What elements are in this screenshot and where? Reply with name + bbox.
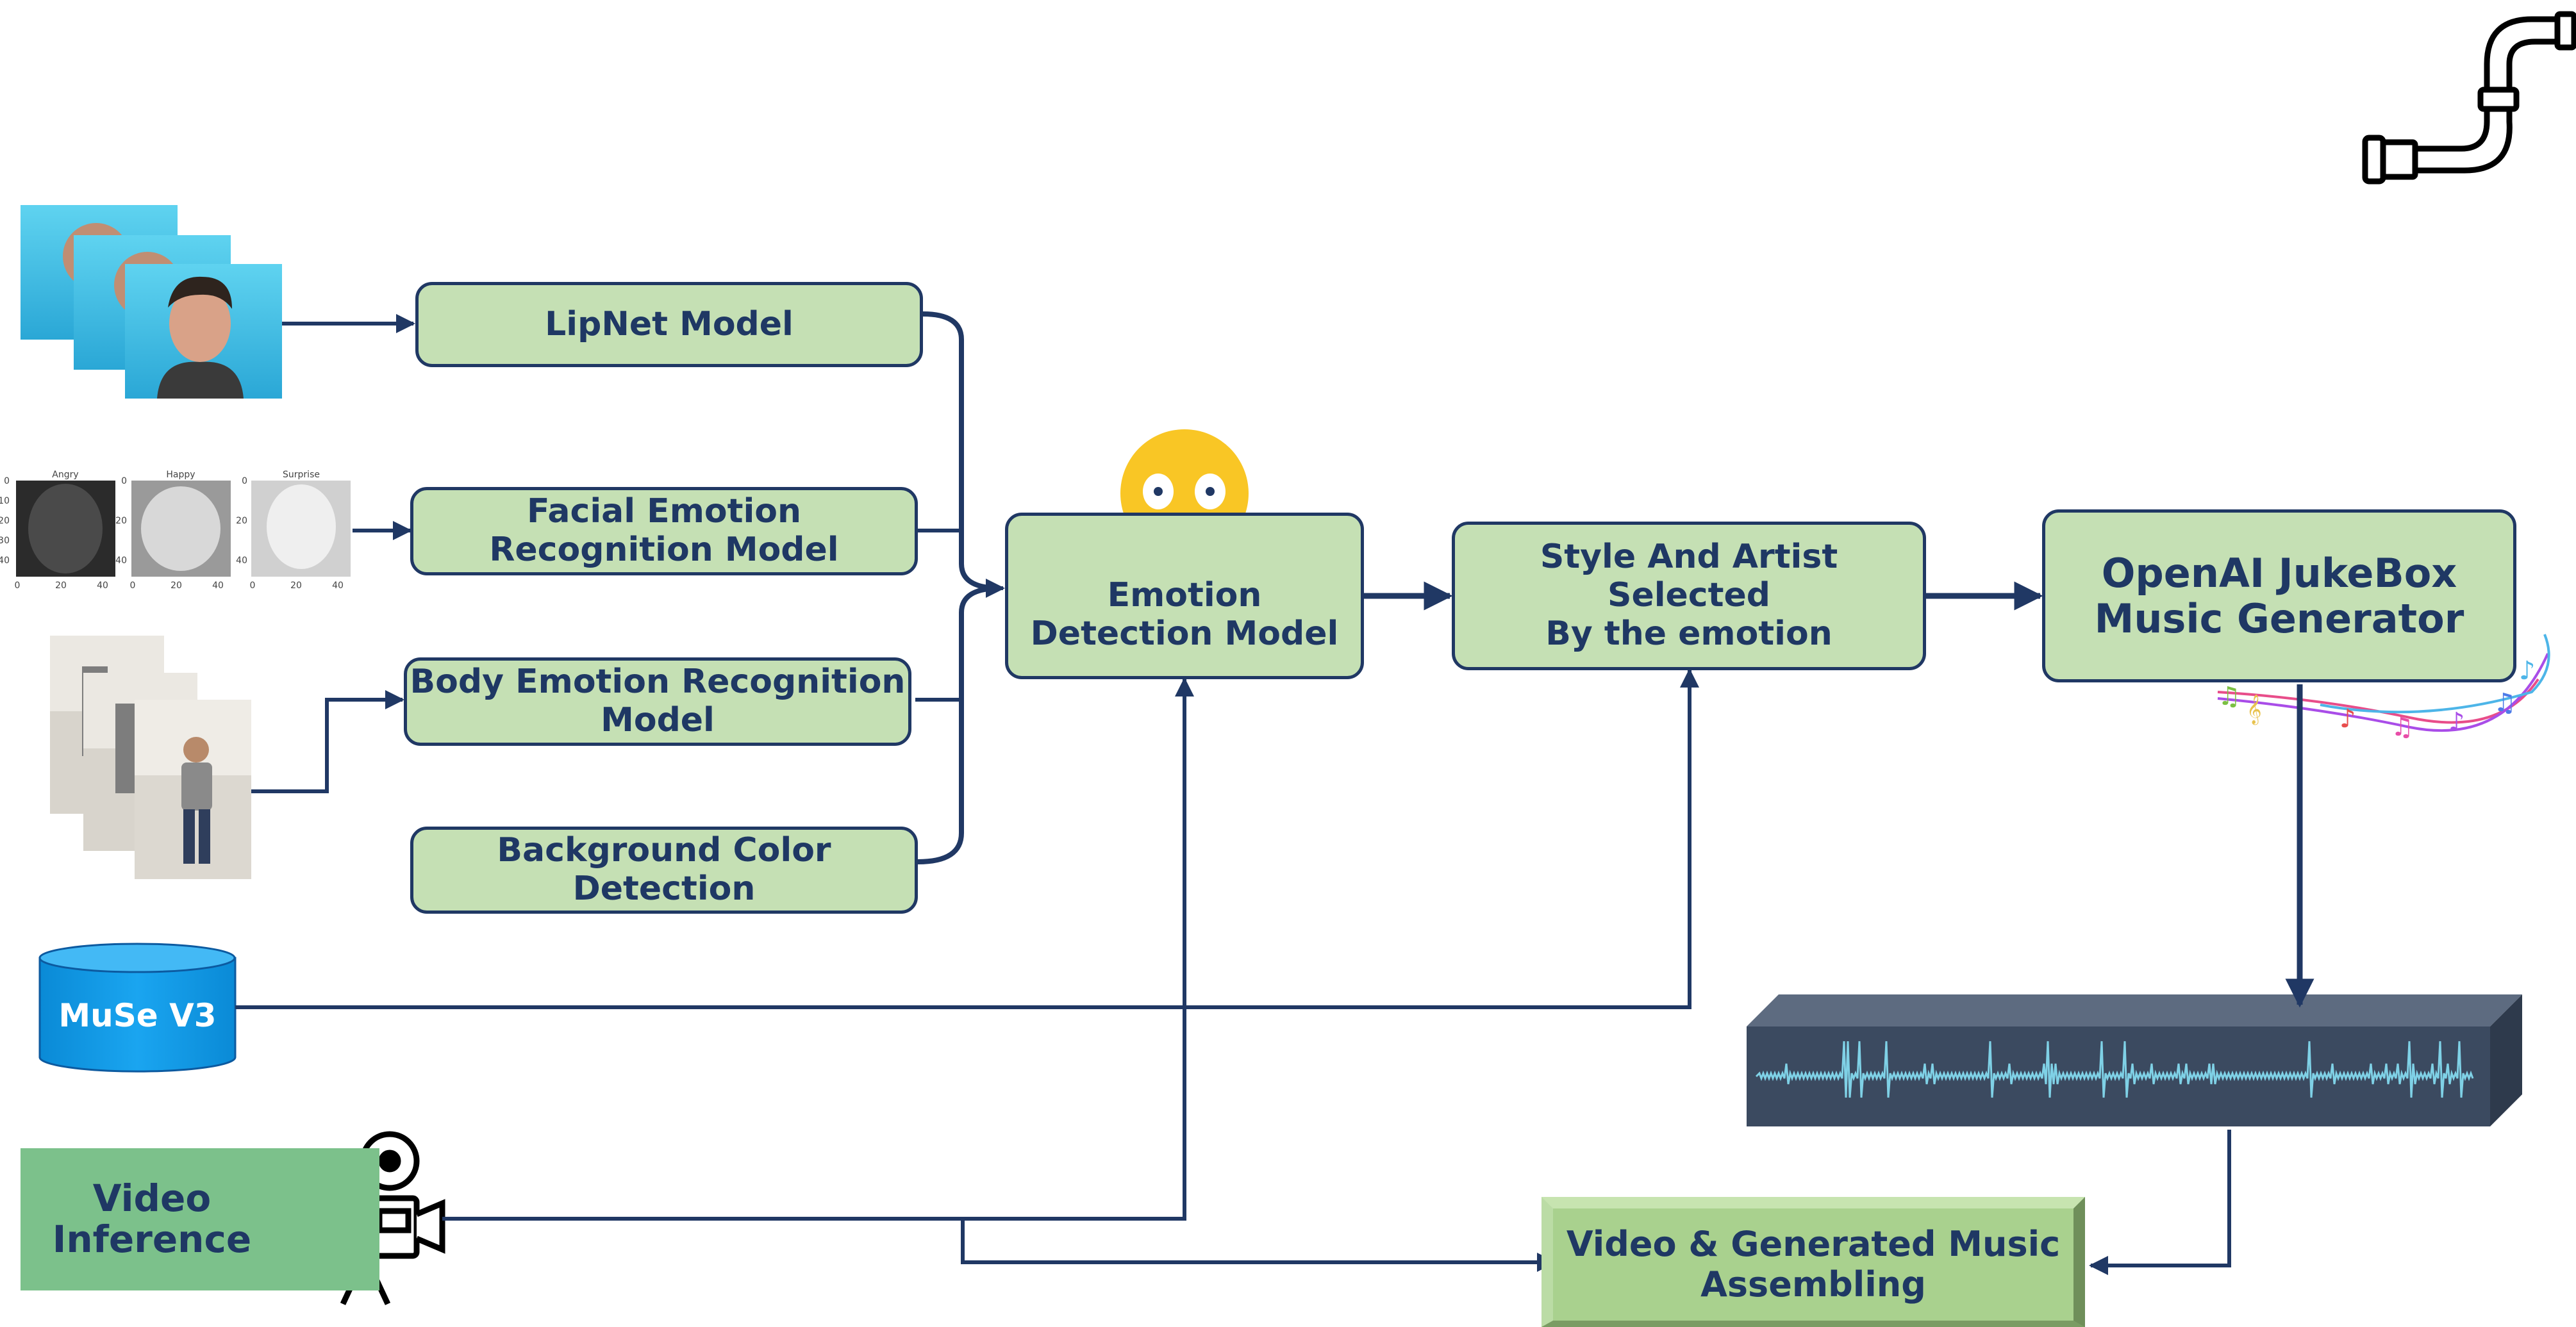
style-label-line1: Style And Artist Selected — [1540, 538, 1838, 615]
connectors — [235, 311, 2314, 1275]
jukebox-label-line2: Music Generator — [2094, 595, 2464, 642]
database-icon — [38, 943, 237, 1073]
background-label-line1: Background Color — [497, 831, 831, 870]
body-label-line2: Model — [601, 701, 715, 739]
jukebox-label-line1: OpenAI JukeBox — [2101, 549, 2457, 597]
facial-label-line1: Facial Emotion — [526, 492, 802, 531]
svg-text:0: 0 — [242, 476, 247, 486]
arrow-muse-to-style — [235, 668, 1699, 1009]
brace-models — [917, 311, 1001, 864]
database-label: MuSe V3 — [58, 997, 217, 1034]
svg-text:20: 20 — [0, 516, 10, 526]
svg-text:♪: ♪ — [2448, 707, 2465, 737]
facial-emotion-images: Angry Happy Surprise 0 20 40 0 20 40 0 2… — [0, 470, 351, 591]
style-label-line2: By the emotion — [1545, 614, 1832, 653]
svg-text:0: 0 — [4, 476, 10, 486]
svg-text:40: 40 — [332, 581, 344, 591]
emotion-label-line1: Emotion — [1107, 576, 1262, 615]
pipeline-icon — [2362, 11, 2576, 185]
arrow-waveform-to-assemble — [2089, 1130, 2231, 1275]
background-label-line2: Detection — [572, 870, 756, 908]
facial-title-angry: Angry — [52, 470, 78, 480]
svg-text:10: 10 — [0, 496, 10, 506]
svg-text:40: 40 — [236, 556, 247, 566]
assemble-label-line1: Video & Generated Music — [1566, 1224, 2061, 1265]
svg-text:20: 20 — [236, 516, 247, 526]
svg-text:30: 30 — [0, 536, 10, 546]
svg-text:0: 0 — [130, 581, 136, 591]
svg-text:20: 20 — [55, 581, 67, 591]
video-inference-line2: Inference — [52, 1217, 252, 1261]
lipnet-input-frames — [21, 205, 282, 399]
svg-text:20: 20 — [290, 581, 302, 591]
arrow-video-to-assemble — [961, 1219, 1556, 1272]
facial-title-surprise: Surprise — [283, 470, 320, 480]
assemble-label-line2: Assembling — [1700, 1264, 1926, 1305]
emotion-label-line2: Detection Model — [1030, 614, 1339, 653]
svg-text:40: 40 — [0, 556, 10, 566]
arrow-video-to-emotion — [442, 677, 1194, 1221]
arrow-body-to-bodymodel — [251, 690, 404, 793]
music-notes-icon: ♫ 𝄞 ♪ ♫ ♪ ♫ ♪ — [2217, 634, 2550, 742]
svg-text:♪: ♪ — [2339, 704, 2356, 734]
svg-text:0: 0 — [250, 581, 256, 591]
svg-text:40: 40 — [97, 581, 108, 591]
facial-label-line2: Recognition Model — [489, 531, 839, 569]
svg-text:40: 40 — [212, 581, 224, 591]
svg-text:♫: ♫ — [2493, 688, 2516, 718]
svg-text:♫: ♫ — [2218, 682, 2241, 711]
svg-text:0: 0 — [15, 581, 21, 591]
svg-text:♫: ♫ — [2391, 713, 2414, 742]
svg-text:♪: ♪ — [2519, 656, 2536, 686]
audio-waveform-icon — [1747, 994, 2522, 1126]
facial-title-happy: Happy — [166, 470, 195, 480]
facial-ticks: 0 20 40 0 20 40 0 20 40 0 10 20 30 40 0 … — [0, 476, 344, 591]
svg-text:20: 20 — [115, 516, 127, 526]
svg-text:0: 0 — [121, 476, 127, 486]
svg-text:𝄞: 𝄞 — [2247, 695, 2262, 725]
lipnet-model-box: LipNet Model — [415, 282, 923, 367]
body-emotion-frames — [50, 636, 251, 879]
body-label-line1: Body Emotion Recognition — [410, 663, 906, 702]
video-inference-line1: Video — [92, 1176, 212, 1221]
svg-text:40: 40 — [115, 556, 127, 566]
lipnet-model-label: LipNet Model — [545, 304, 794, 343]
svg-text:20: 20 — [170, 581, 182, 591]
